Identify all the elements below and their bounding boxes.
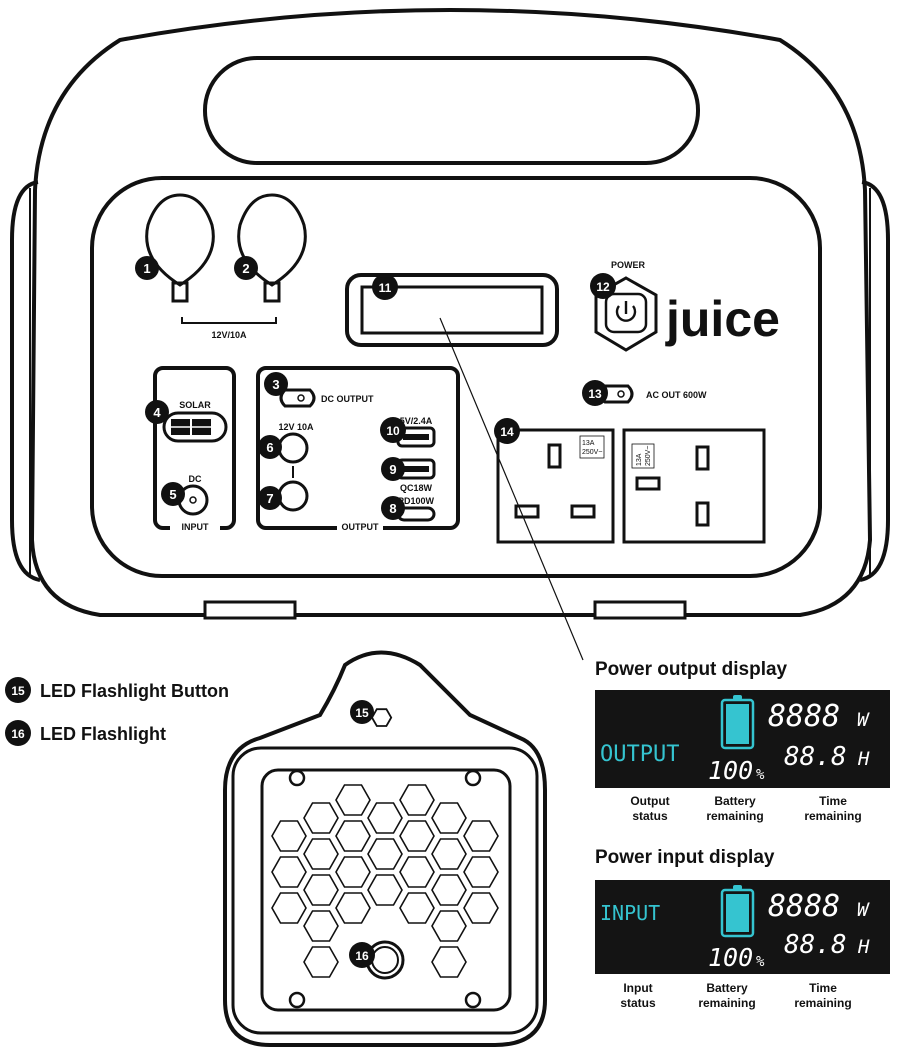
flashlight-button[interactable] bbox=[370, 708, 393, 727]
output-label: OUTPUT bbox=[342, 522, 380, 532]
output-caption-3a: Time bbox=[819, 794, 847, 808]
usb-5v-label: 5V/2.4A bbox=[400, 416, 433, 426]
callout-1: 1 bbox=[143, 261, 150, 276]
callout-9: 9 bbox=[389, 462, 396, 477]
callout-10: 10 bbox=[386, 424, 400, 438]
input-caption-2b: remaining bbox=[698, 996, 755, 1010]
socket2-rating-2: 250V~ bbox=[645, 446, 652, 466]
input-display-section: Power input display INPUT 8888 W 88.8 H … bbox=[595, 847, 890, 1010]
socket2-rating-1: 13A bbox=[636, 453, 643, 466]
input-display-heading: Power input display bbox=[595, 847, 775, 868]
brand-logo: juice bbox=[665, 291, 780, 347]
input-caption-3a: Time bbox=[809, 981, 837, 995]
input-label: INPUT bbox=[182, 522, 210, 532]
callout-4: 4 bbox=[153, 405, 161, 420]
power-label: POWER bbox=[611, 260, 646, 270]
output-hours-unit: H bbox=[857, 748, 870, 770]
input-watts-unit: W bbox=[857, 899, 870, 921]
lcd-window bbox=[345, 273, 559, 347]
battery-icon bbox=[720, 885, 755, 938]
power-icon bbox=[615, 301, 637, 322]
ac-out-label: AC OUT 600W bbox=[646, 390, 707, 400]
legend-16-num: 16 bbox=[11, 727, 25, 741]
ac-output-section: AC OUT 600W 13A 250V~ 13A 250V~ bbox=[496, 384, 766, 544]
legend: 15 LED Flashlight Button 16 LED Flashlig… bbox=[5, 677, 229, 746]
socket-rating-1: 13A bbox=[582, 440, 595, 447]
callout-badges: 1 2 3 4 5 6 7 8 9 10 11 12 13 14 bbox=[135, 256, 616, 520]
output-caption-1b: status bbox=[632, 809, 668, 823]
callout-7: 7 bbox=[266, 491, 273, 506]
output-status-text: OUTPUT bbox=[600, 742, 679, 767]
callout-14: 14 bbox=[500, 425, 514, 439]
output-percent: 100 bbox=[708, 756, 753, 785]
input-percent: 100 bbox=[708, 943, 753, 972]
output-display-heading: Power output display bbox=[595, 659, 788, 680]
dc-output-module: DC OUTPUT 12V 10A 5V/2.4A QC18W PD100W O… bbox=[256, 366, 460, 533]
callout-15: 15 bbox=[355, 706, 369, 720]
dc-output-label: DC OUTPUT bbox=[321, 394, 374, 404]
output-caption-2a: Battery bbox=[714, 794, 756, 808]
output-watts-unit: W bbox=[857, 709, 870, 731]
callout-11: 11 bbox=[379, 281, 392, 295]
callout-16: 16 bbox=[355, 949, 369, 963]
output-caption-3b: remaining bbox=[804, 809, 861, 823]
solar-label: SOLAR bbox=[179, 400, 211, 410]
legend-16-text: LED Flashlight bbox=[40, 724, 166, 744]
input-watts: 8888 bbox=[768, 889, 840, 924]
callout-8: 8 bbox=[389, 501, 396, 516]
callout-6: 6 bbox=[266, 440, 273, 455]
usb-pd-label: PD100W bbox=[398, 496, 435, 506]
output-hours: 88.8 bbox=[784, 742, 847, 772]
input-caption-1b: status bbox=[620, 996, 656, 1010]
callout-12: 12 bbox=[596, 280, 610, 294]
callout-5: 5 bbox=[169, 487, 176, 502]
input-module: SOLAR DC INPUT bbox=[153, 366, 236, 533]
battery-icon bbox=[720, 695, 755, 750]
input-caption-3b: remaining bbox=[794, 996, 851, 1010]
output-caption-1a: Output bbox=[630, 794, 669, 808]
usb-qc-label: QC18W bbox=[400, 483, 433, 493]
label-12v-10a: 12V/10A bbox=[211, 330, 247, 340]
output-caption-2b: remaining bbox=[706, 809, 763, 823]
power-station-body bbox=[10, 8, 890, 620]
legend-15-text: LED Flashlight Button bbox=[40, 681, 229, 701]
label-12v-10a-small: 12V 10A bbox=[278, 422, 314, 432]
legend-15-num: 15 bbox=[11, 684, 25, 698]
input-hours: 88.8 bbox=[784, 930, 847, 960]
input-hours-unit: H bbox=[857, 936, 870, 958]
callout-13: 13 bbox=[588, 387, 602, 401]
callout-3: 3 bbox=[272, 377, 279, 392]
input-caption-2a: Battery bbox=[706, 981, 748, 995]
output-watts: 8888 bbox=[768, 699, 840, 734]
output-display-section: Power output display OUTPUT 8888 W 88.8 … bbox=[595, 659, 890, 823]
output-percent-unit: % bbox=[756, 767, 765, 783]
dc-label: DC bbox=[189, 474, 202, 484]
flashlight-panel: 15 16 bbox=[223, 650, 547, 1047]
car-socket-caps: 12V/10A bbox=[145, 193, 307, 340]
socket-rating-2: 250V~ bbox=[582, 449, 602, 456]
input-caption-1a: Input bbox=[623, 981, 652, 995]
display-leader-line bbox=[439, 317, 584, 661]
callout-2: 2 bbox=[242, 261, 249, 276]
input-percent-unit: % bbox=[756, 954, 765, 970]
input-status-text: INPUT bbox=[600, 901, 660, 925]
